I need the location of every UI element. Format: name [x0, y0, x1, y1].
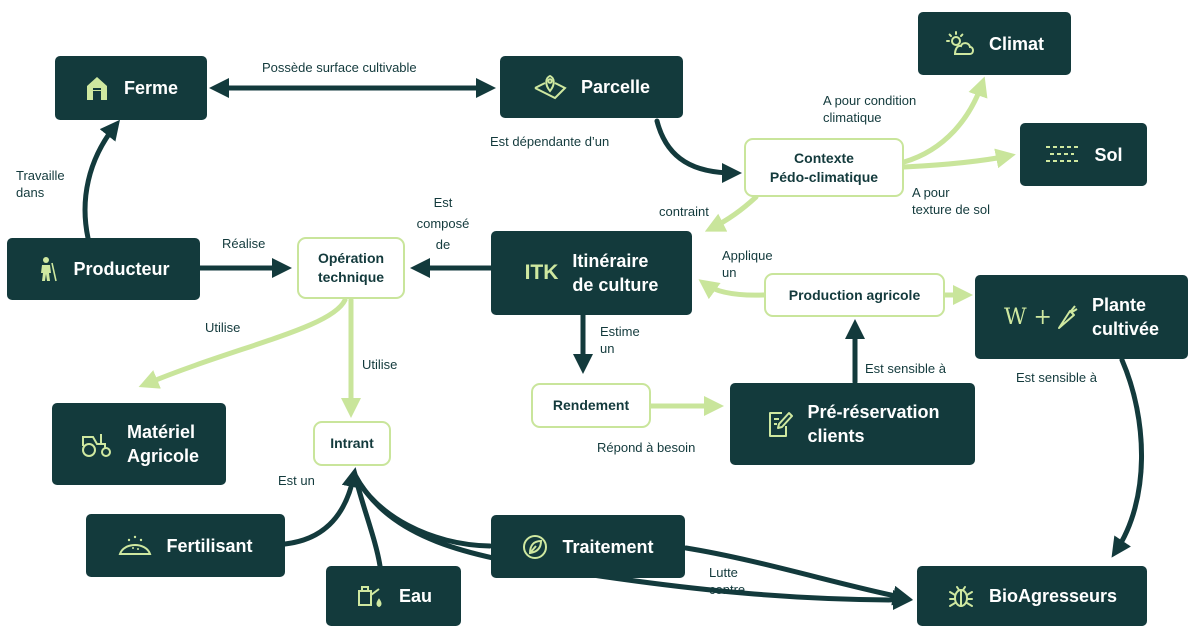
- node-itk-label: Itinéraire de culture: [572, 251, 659, 295]
- edge-label-lutte-contre: Lutte contre: [709, 565, 746, 597]
- edge-label-realise: Réalise: [222, 236, 266, 251]
- edge-contexte-sol: [901, 148, 1016, 170]
- wheat-carrot-icon: W +: [1004, 304, 1078, 330]
- node-rendement-label: Rendement: [552, 397, 630, 413]
- edge-parcelle-contexte: [654, 118, 742, 183]
- edge-label-est-un: Est un: [278, 473, 315, 488]
- edge-label-repond-besoin: Répond à besoin: [597, 440, 696, 455]
- node-sol-label: Sol: [1094, 144, 1123, 165]
- edge-label-texture-sol: A pour texture de sol: [912, 185, 991, 217]
- edge-eau-intrant: [352, 472, 383, 569]
- edge-fertilisant-intrant: [282, 467, 362, 547]
- map-pin-icon: [533, 74, 567, 100]
- node-intrant[interactable]: Intrant: [313, 421, 391, 466]
- node-prereservation[interactable]: Pré-réservation clients: [730, 383, 975, 465]
- wheat-glyph: W +: [1003, 304, 1052, 330]
- node-production-label: Production agricole: [788, 286, 921, 303]
- node-contexte[interactable]: Contexte Pédo-climatique: [744, 138, 904, 197]
- node-producteur-label: Producteur: [73, 259, 170, 279]
- node-eau[interactable]: Eau: [326, 566, 461, 626]
- edge-operation-materiel: [138, 297, 348, 389]
- node-intrant-label: Intrant: [330, 435, 374, 451]
- node-rendement[interactable]: Rendement: [531, 383, 651, 428]
- node-fertilisant[interactable]: Fertilisant: [86, 514, 285, 577]
- edge-label-applique-un: Applique un: [722, 248, 773, 280]
- node-bioagresseurs-label: BioAgresseurs: [988, 586, 1118, 606]
- node-operation[interactable]: Opération technique: [297, 237, 405, 299]
- node-materiel[interactable]: Matériel Agricole: [52, 403, 226, 485]
- node-prereservation-label: Pré-réservation clients: [807, 402, 940, 446]
- node-production[interactable]: Production agricole: [764, 273, 945, 317]
- edge-label-est-compose-de: Est composé de: [416, 195, 470, 252]
- edge-contexte-itk: [704, 194, 759, 232]
- edge-label-utilise-materiel: Utilise: [205, 320, 241, 335]
- node-operation-label: Opération technique: [317, 250, 385, 285]
- node-ferme[interactable]: Ferme: [55, 56, 207, 120]
- node-materiel-label: Matériel Agricole: [126, 422, 200, 466]
- edge-label-sensible-production: Est sensible à: [865, 361, 946, 376]
- node-sol[interactable]: Sol: [1020, 123, 1147, 186]
- edge-contexte-climat: [901, 76, 988, 165]
- edge-producteur-ferme: [82, 119, 120, 241]
- edge-label-contraint: contraint: [659, 204, 709, 219]
- sun-cloud-icon: [945, 30, 975, 58]
- edge-label-possede: Possède surface cultivable: [262, 60, 417, 75]
- edge-production-itk: [698, 279, 767, 300]
- leaf-icon: [522, 534, 548, 560]
- node-parcelle[interactable]: Parcelle: [500, 56, 683, 118]
- edge-traitement-bioagresseurs: [683, 545, 913, 606]
- node-climat[interactable]: Climat: [918, 12, 1071, 75]
- node-ferme-label: Ferme: [123, 78, 179, 98]
- edge-label-travaille-dans: Travaille dans: [16, 168, 65, 200]
- fertilizer-pile-icon: [118, 534, 152, 558]
- clipboard-pen-icon: [765, 409, 794, 439]
- node-plante-label: Plante cultivée: [1092, 295, 1160, 339]
- itk-badge: ITK: [524, 261, 559, 284]
- node-climat-label: Climat: [988, 33, 1044, 54]
- farmer-icon: [37, 256, 59, 282]
- watering-can-icon: [355, 583, 385, 609]
- node-contexte-label: Contexte Pédo-climatique: [769, 149, 879, 185]
- edge-label-condition-climatique: A pour condition climatique: [823, 93, 917, 125]
- soil-layers-icon: [1044, 143, 1080, 167]
- node-itk[interactable]: ITK Itinéraire de culture: [491, 231, 692, 315]
- edge-label-utilise-intrant: Utilise: [362, 357, 398, 372]
- edge-label-dependante: Est dépendante d’un: [490, 134, 610, 149]
- node-parcelle-label: Parcelle: [580, 77, 651, 97]
- node-fertilisant-label: Fertilisant: [166, 535, 253, 556]
- barn-icon: [84, 75, 110, 101]
- node-traitement-label: Traitement: [562, 536, 654, 557]
- edge-plante-bioagresseurs: [1111, 357, 1145, 558]
- bug-icon: [947, 582, 975, 610]
- node-plante[interactable]: W + Plante cultivée: [975, 275, 1188, 359]
- edge-label-estime-un: Estime un: [600, 324, 640, 356]
- node-eau-label: Eau: [398, 586, 432, 606]
- node-traitement[interactable]: Traitement: [491, 515, 685, 578]
- tractor-icon: [79, 430, 113, 458]
- node-bioagresseurs[interactable]: BioAgresseurs: [917, 566, 1147, 626]
- edge-label-sensible-bioagresseurs: Est sensible à: [1016, 370, 1097, 385]
- node-producteur[interactable]: Producteur: [7, 238, 200, 300]
